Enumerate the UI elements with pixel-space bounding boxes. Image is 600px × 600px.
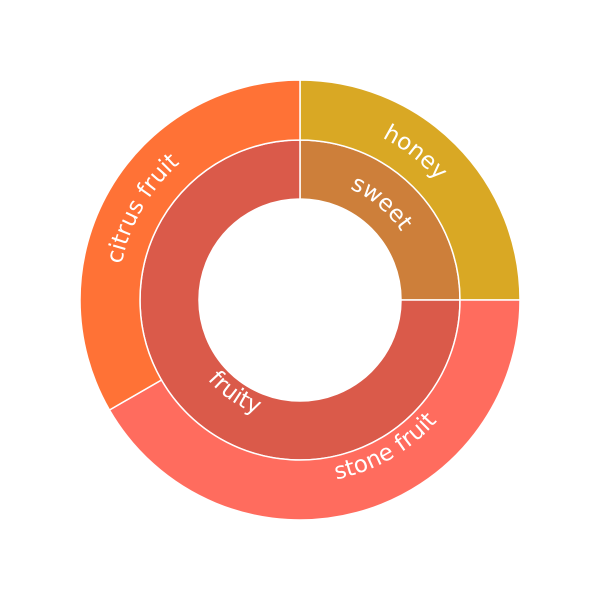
segment-citrus-fruit[interactable] <box>79 79 301 412</box>
segment-stone-fruit[interactable] <box>108 299 521 521</box>
segments-layer <box>79 79 521 521</box>
